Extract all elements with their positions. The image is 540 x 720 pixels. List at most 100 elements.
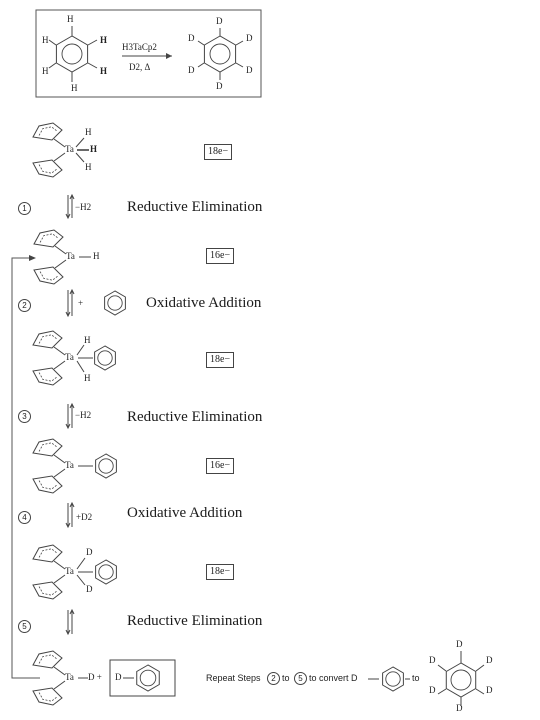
complex-3-phenyl [95,453,117,479]
reaction-arrow-head [166,53,172,59]
h-label-0a: H [85,127,92,137]
complex-4-phenyl-aromatic-circle [98,564,114,580]
step-1-name: Reductive Elimination [127,199,263,215]
step-3-reagent: −H2 [75,410,92,420]
complex-4-cp-upper [32,544,63,563]
h-label-0b: H [90,144,98,154]
atom-h-ur: H [100,35,108,45]
complex-2-cp-upper [32,330,63,349]
atom-h-ll: H [42,66,49,76]
complex-2-bond-lower [53,360,66,370]
final-d-lr: D [486,685,493,695]
d-label-4a: D [86,547,93,557]
complex-3-phenyl-aromatic-circle [98,458,114,474]
complex-2-ta-h-b [76,360,85,373]
complex-1-cp-lower [33,266,64,285]
step-1-reagent: −H2 [75,202,92,212]
complex-3-bond-upper [53,454,66,464]
final-cd-bond-2 [475,664,485,672]
complex-2-bond-upper [53,346,66,356]
electron-count-3: 16e− [206,458,235,474]
step-number-2: 2 [18,299,31,312]
step-3-arrow-down-head [65,423,71,430]
step-2-arrow-down-head [65,311,71,318]
atom-d-lr: D [246,65,253,75]
complex-2-phenyl [94,345,116,371]
ta-label-1: Ta [66,251,75,261]
final-d-ur: D [486,655,493,665]
complex-4-ta-d-b [76,574,86,586]
complex-4-bond-lower [53,574,66,584]
reaction-conditions: D2, Δ [129,62,151,72]
final-cd-bond-1 [437,664,447,672]
complex-0-cp-lower [32,159,63,178]
complex-0-cp-upper [32,122,63,141]
complex-5-bond-upper [53,666,66,676]
benzene-h6-circle [61,43,83,65]
complex-1-bond-upper [54,245,67,255]
complex-0-cp-lower-pi-dash [38,164,58,174]
complex-1-cp-upper [33,229,64,248]
step-3-name: Reductive Elimination [127,409,263,425]
step-1-arrow-down-head [65,213,71,220]
step-2-plus: + [78,298,84,308]
ta-label-0: Ta [65,144,74,154]
ta-label-3: Ta [65,460,74,470]
final-d-ll: D [429,685,436,695]
h-label-0c: H [85,162,92,172]
atom-h-top: H [67,14,74,24]
step-5-name: Reductive Elimination [127,613,263,629]
complex-5-cp-upper-pi-dash [38,654,58,664]
complex-3-cp-lower [32,475,63,494]
step-number-1: 1 [18,202,31,215]
repeat-text-b: to convert D [309,673,358,683]
complex-4-ta-d-a [76,557,86,570]
repeat-benzene [382,666,404,692]
complex-4-cp-upper-pi-dash [38,548,58,558]
ta-label-4: Ta [65,566,74,576]
final-box-d: D [115,672,122,682]
complex-4-cp-lower [32,581,63,600]
complex-3-cp-lower-pi-dash [38,480,58,490]
complex-0-ta-h-a [75,137,85,148]
final-cd-bond-4 [475,688,485,695]
step-2-benzene-aromatic-circle [107,295,123,311]
benzene-d6-circle [209,43,231,65]
complex-4-bond-upper [53,560,66,570]
atom-d-ll: D [188,65,195,75]
ch-bond-3 [48,62,57,69]
cd-bond-4 [235,62,244,68]
atom-h-ul: H [42,35,49,45]
h-label-1: H [93,251,100,261]
electron-count-1: 16e− [206,248,235,264]
atom-d-bottom: D [216,81,223,91]
cycle-return-arrowhead [29,255,36,261]
cd-bond-2 [235,40,244,46]
ch-bond-1 [48,39,57,46]
ch-bond-4 [87,62,98,69]
complex-3-bond-lower [53,468,66,478]
final-d6-circle [450,669,472,691]
repeat-step-from: 2 [267,672,280,685]
reaction-box [35,9,262,98]
step-5-arrow-down-head [65,629,71,636]
complex-1-cp-upper-pi-dash [39,233,59,243]
complex-0-bond-upper [53,138,66,148]
electron-count-0: 18e− [204,144,233,160]
complex-0-bond-lower [53,152,66,162]
final-cd-bond-3 [437,688,447,695]
step-5-arrow-up-head [69,608,75,615]
repeat-to-word: to [282,673,290,683]
step-3-arrow-up-head [69,402,75,409]
complex-2-cp-lower-pi-dash [38,372,58,382]
step-4-arrow-up-head [69,501,75,508]
benzene-h6 [55,35,89,73]
complex-5-bond-lower [53,680,66,690]
complex-2-cp-lower [32,367,63,386]
atom-h-bottom: H [71,83,78,93]
step-4-arrow-down-head [65,522,71,529]
complex-0-cp-upper-pi-dash [38,126,58,136]
complex-2-ta-h-a [76,344,85,356]
complex-5-cp-upper [32,650,63,669]
